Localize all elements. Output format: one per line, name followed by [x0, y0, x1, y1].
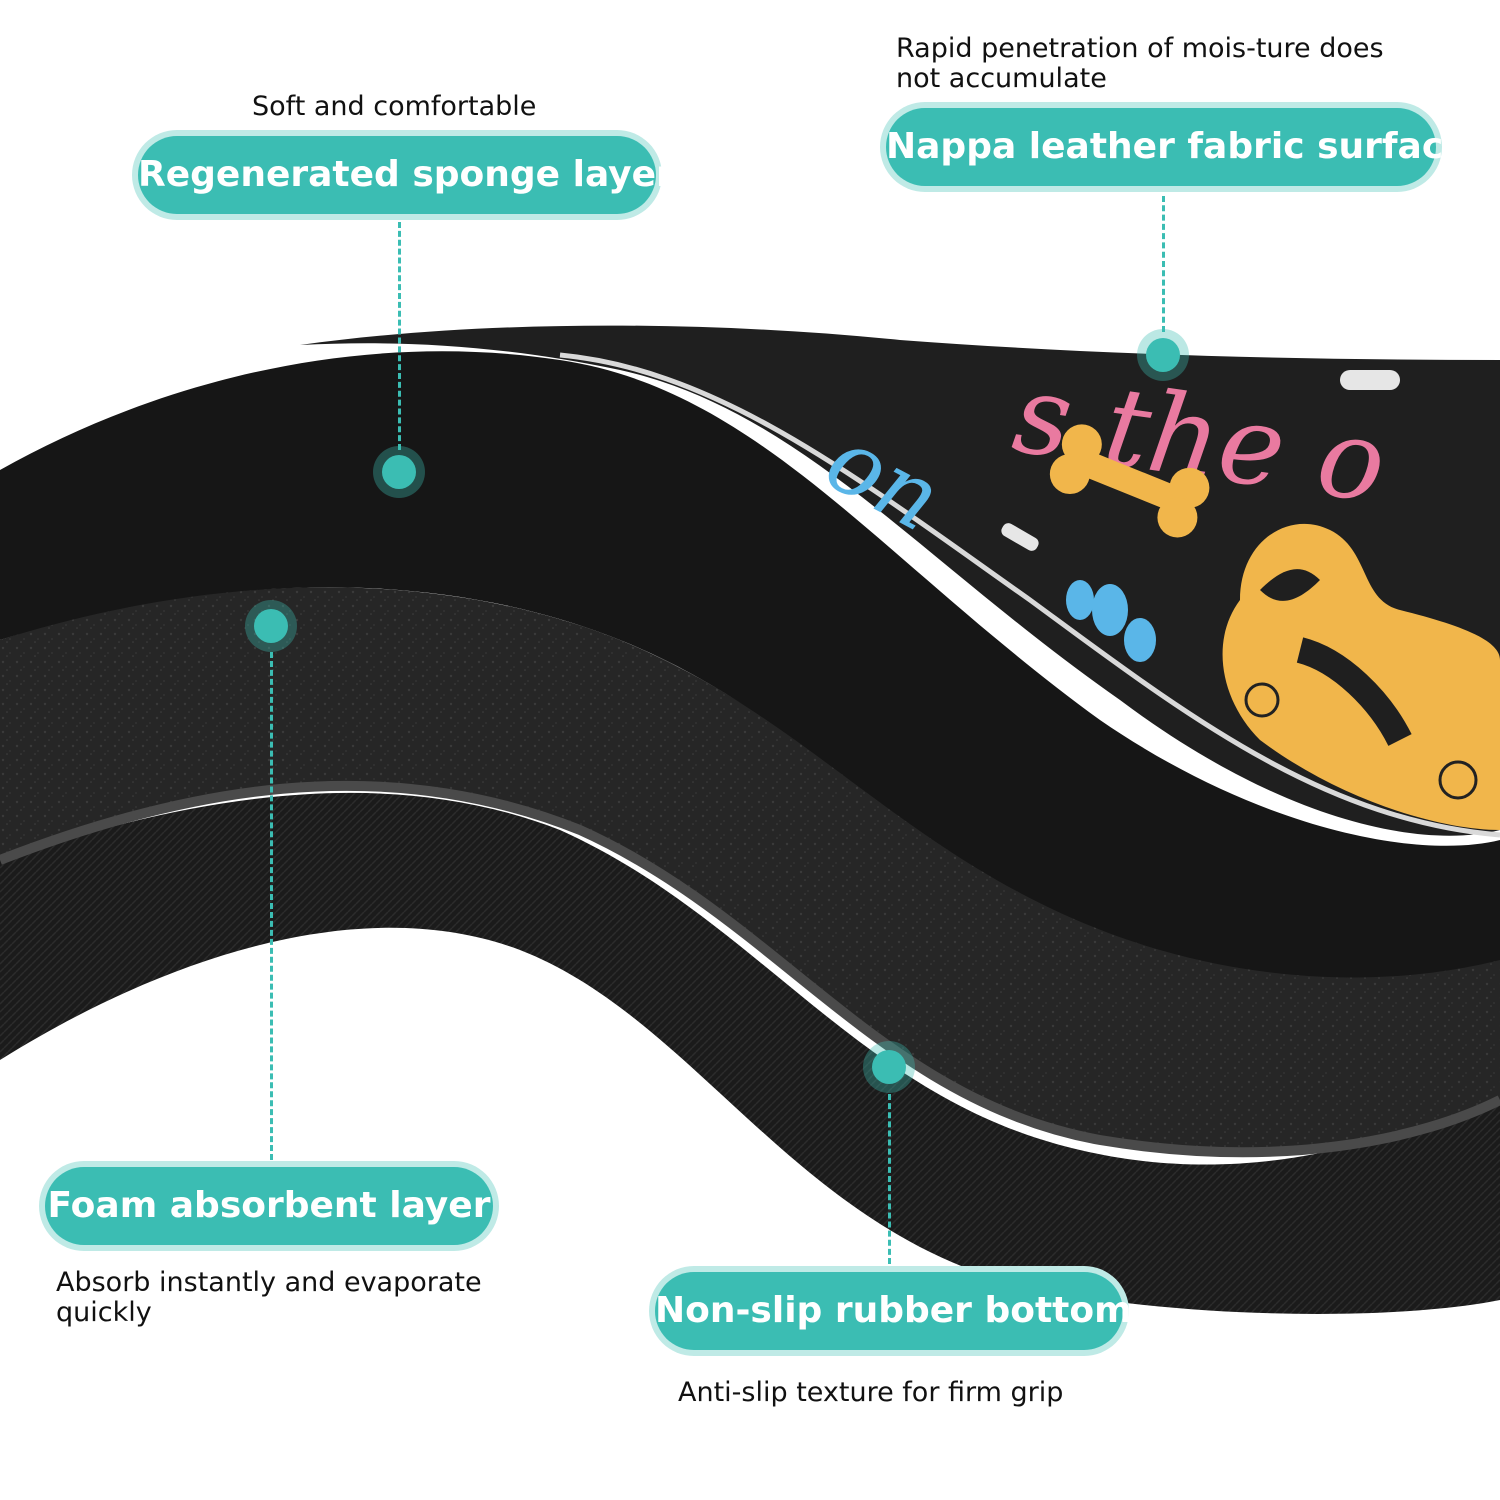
sponge-layer — [0, 351, 1500, 978]
foam-leader-line — [270, 652, 273, 1160]
foam-marker-dot — [254, 609, 288, 643]
nappa-leader-line — [1162, 196, 1165, 332]
sponge-leader-line — [398, 222, 401, 450]
nappa-caption: Rapid penetration of mois-ture does not … — [896, 33, 1384, 94]
nappa-label-pill: Nappa leather fabric surface — [886, 108, 1468, 186]
sponge-caption: Soft and comfortable — [252, 91, 537, 122]
paw-print — [1066, 580, 1156, 662]
rubber-label-pill: Non-slip rubber bottom — [655, 1272, 1132, 1350]
foam-layer — [0, 587, 1500, 1153]
rubber-leader-line — [888, 1094, 891, 1264]
nappa-marker-dot — [1146, 338, 1180, 372]
rubber-marker-dot — [872, 1050, 906, 1084]
sponge-label-pill: Regenerated sponge layer — [138, 136, 674, 214]
foam-label-pill: Foam absorbent layer — [45, 1167, 493, 1245]
foam-caption: Absorb instantly and evaporate quickly — [56, 1267, 482, 1328]
dog-print — [1222, 523, 1500, 830]
nappa-top-surface — [300, 325, 1500, 836]
rubber-caption: Anti-slip texture for firm grip — [678, 1377, 1064, 1408]
bone-print — [1049, 424, 1210, 538]
sponge-marker-dot — [382, 455, 416, 489]
